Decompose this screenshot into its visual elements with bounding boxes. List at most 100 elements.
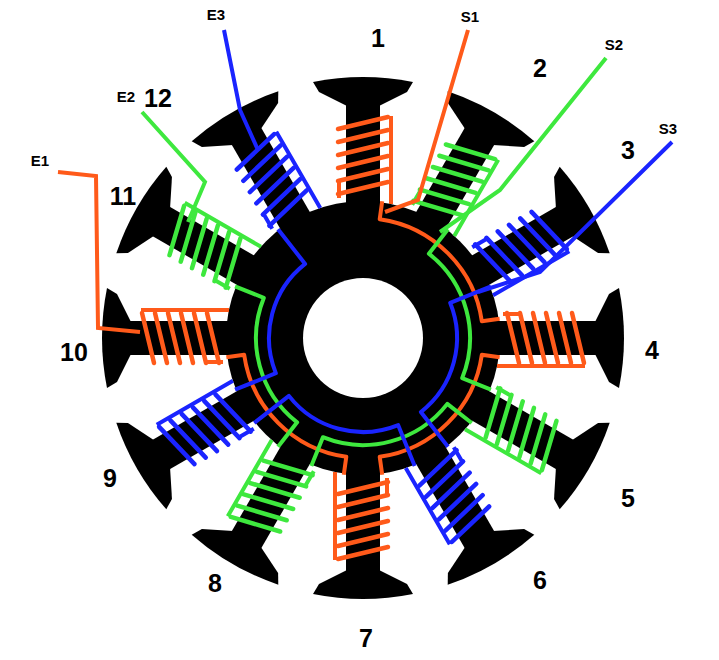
coil-turn [338,182,388,194]
phase-wire [235,286,297,446]
terminal-lead [385,30,468,212]
tooth-number: 7 [359,626,373,651]
stator-yoke [226,201,500,475]
coil-turn [533,313,545,363]
coil-turn [338,130,388,142]
coil-turn [507,313,519,363]
coil-lead [157,381,259,470]
terminal-lead [440,58,606,232]
coil-turn [231,134,280,169]
terminal-lead [142,112,205,222]
phase-wire [421,286,491,446]
coil-lead [465,384,567,473]
terminal-name: E2 [117,89,135,104]
coil-turn [159,421,194,470]
tooth-number: 2 [533,56,547,81]
tooth-number: 5 [621,486,635,511]
terminal-lead [224,30,258,150]
stator-tooth [313,468,413,599]
coil-turn [338,143,388,155]
terminal-lead [58,172,140,332]
tooth-shoe [102,288,131,388]
tooth-number: 10 [60,340,88,365]
coil-turn [338,521,388,533]
tooth-number: 3 [621,138,635,163]
tooth-shoe [595,288,624,388]
terminal-leads [58,30,672,332]
coil-winding [338,116,391,204]
tooth-shoe [189,514,290,589]
coil-winding [158,203,261,293]
coil-turn [446,134,495,169]
stator-tooth [189,87,341,250]
stator-tooth [493,288,624,388]
coil-lead [467,206,569,295]
tooth-shoe [313,570,413,599]
coil-turn [531,206,566,255]
coil-winding [465,383,568,473]
terminal-lead [478,142,672,292]
coil-lead [335,472,387,560]
coil-turn [546,313,558,363]
coil-turn [338,495,388,507]
shaft-bore [303,278,423,398]
coil-lead [141,310,229,362]
coil-winding [230,132,320,235]
coil-turn [231,506,280,541]
coil-turn [572,313,584,363]
stator-tooth [313,77,413,208]
tooth-shoe [436,87,537,162]
coil-turn [181,313,193,363]
coil-turn [155,313,167,363]
tooth-number: 6 [533,568,547,593]
stator-tooth [102,288,233,388]
coil-winding [497,313,585,366]
coil-lead [159,203,261,292]
coil-turn [338,508,388,520]
teeth [102,77,624,599]
coil-turn [207,313,219,363]
tooth-number: 8 [208,571,222,596]
coil-turn [338,547,388,559]
coil-winding [157,381,260,471]
tooth-shoe [313,77,413,106]
coil-turn [338,156,388,168]
terminal-name: E3 [207,7,225,22]
coil-lead [497,314,585,366]
coil-turn [338,482,388,494]
coil-turn [520,313,532,363]
phase-wire [254,396,414,466]
coil-winding [228,440,318,543]
coil-turn [168,313,180,363]
tooth-number: 11 [110,184,136,209]
coil-turn [338,169,388,181]
terminal-name: S2 [605,37,623,52]
coil-winding [406,442,496,545]
coil-turn [559,313,571,363]
tooth-shoe [112,164,187,265]
coil-winding [467,205,570,295]
tooth-number: 12 [144,86,172,111]
coil-turn [446,506,495,541]
phase-wire [429,229,491,389]
terminal-name: E1 [31,153,49,168]
coil-lead [228,440,317,542]
coil-turn [159,206,194,255]
coil-turn [338,117,388,129]
tooth-number: 4 [645,338,659,363]
phase-wire [311,404,471,466]
terminal-name: S3 [659,121,677,136]
coil-winding [141,310,229,363]
tooth-shoe [539,411,614,512]
phase-connections [226,201,499,474]
coil-turn [531,421,566,470]
tooth-number: 9 [103,466,117,491]
tooth-number: 1 [371,26,385,51]
coil-winding [335,472,388,560]
coil-lead [339,116,391,204]
coil-lead [231,132,320,234]
coil-turn [338,534,388,546]
